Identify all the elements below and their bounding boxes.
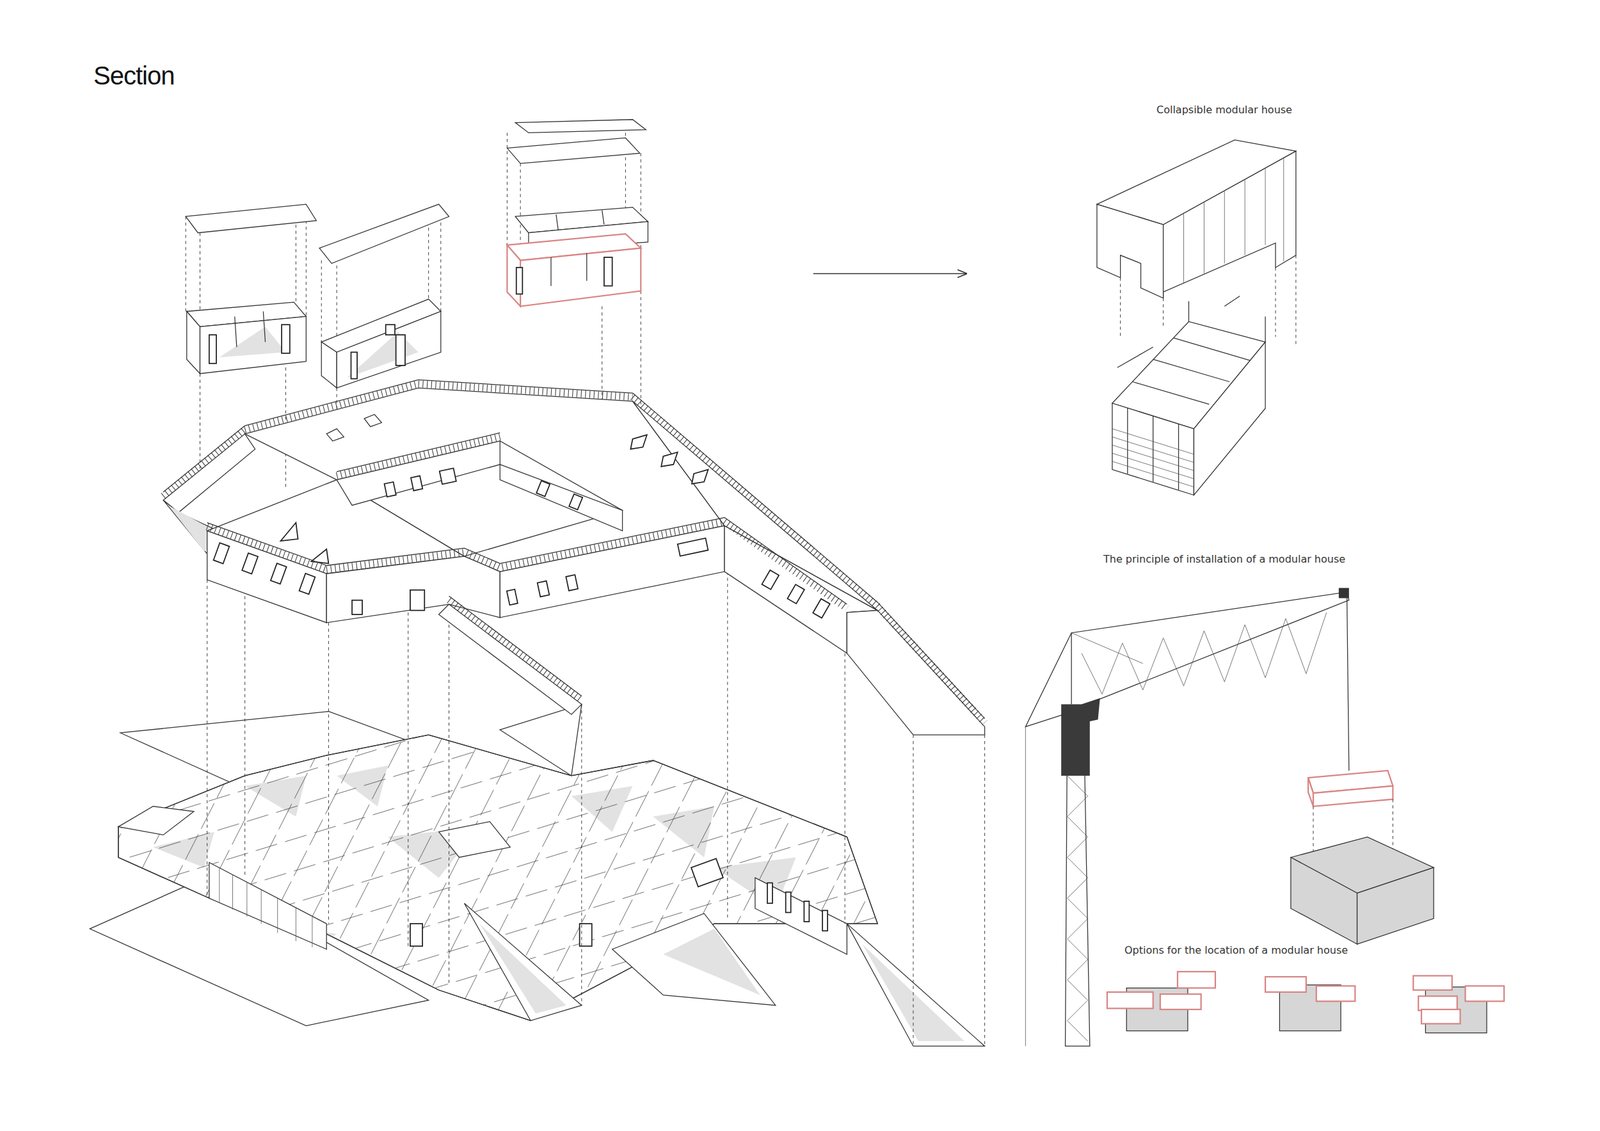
location-options: [1107, 971, 1504, 1033]
caption-label: Options for the location of a modular ho…: [1124, 944, 1348, 957]
roof-level: [163, 379, 985, 735]
alignment-lines: [185, 132, 985, 1046]
modular-units: [185, 119, 648, 388]
caption-label: Collapsible modular house: [1156, 103, 1293, 116]
arrow: [813, 273, 967, 275]
crane: [1025, 588, 1434, 1047]
ground-floor-plan: [81, 693, 985, 1062]
caption-label: The principle of installation of a modul…: [1103, 552, 1346, 566]
title: Section: [93, 61, 175, 91]
collapsible-house: [1096, 140, 1296, 496]
